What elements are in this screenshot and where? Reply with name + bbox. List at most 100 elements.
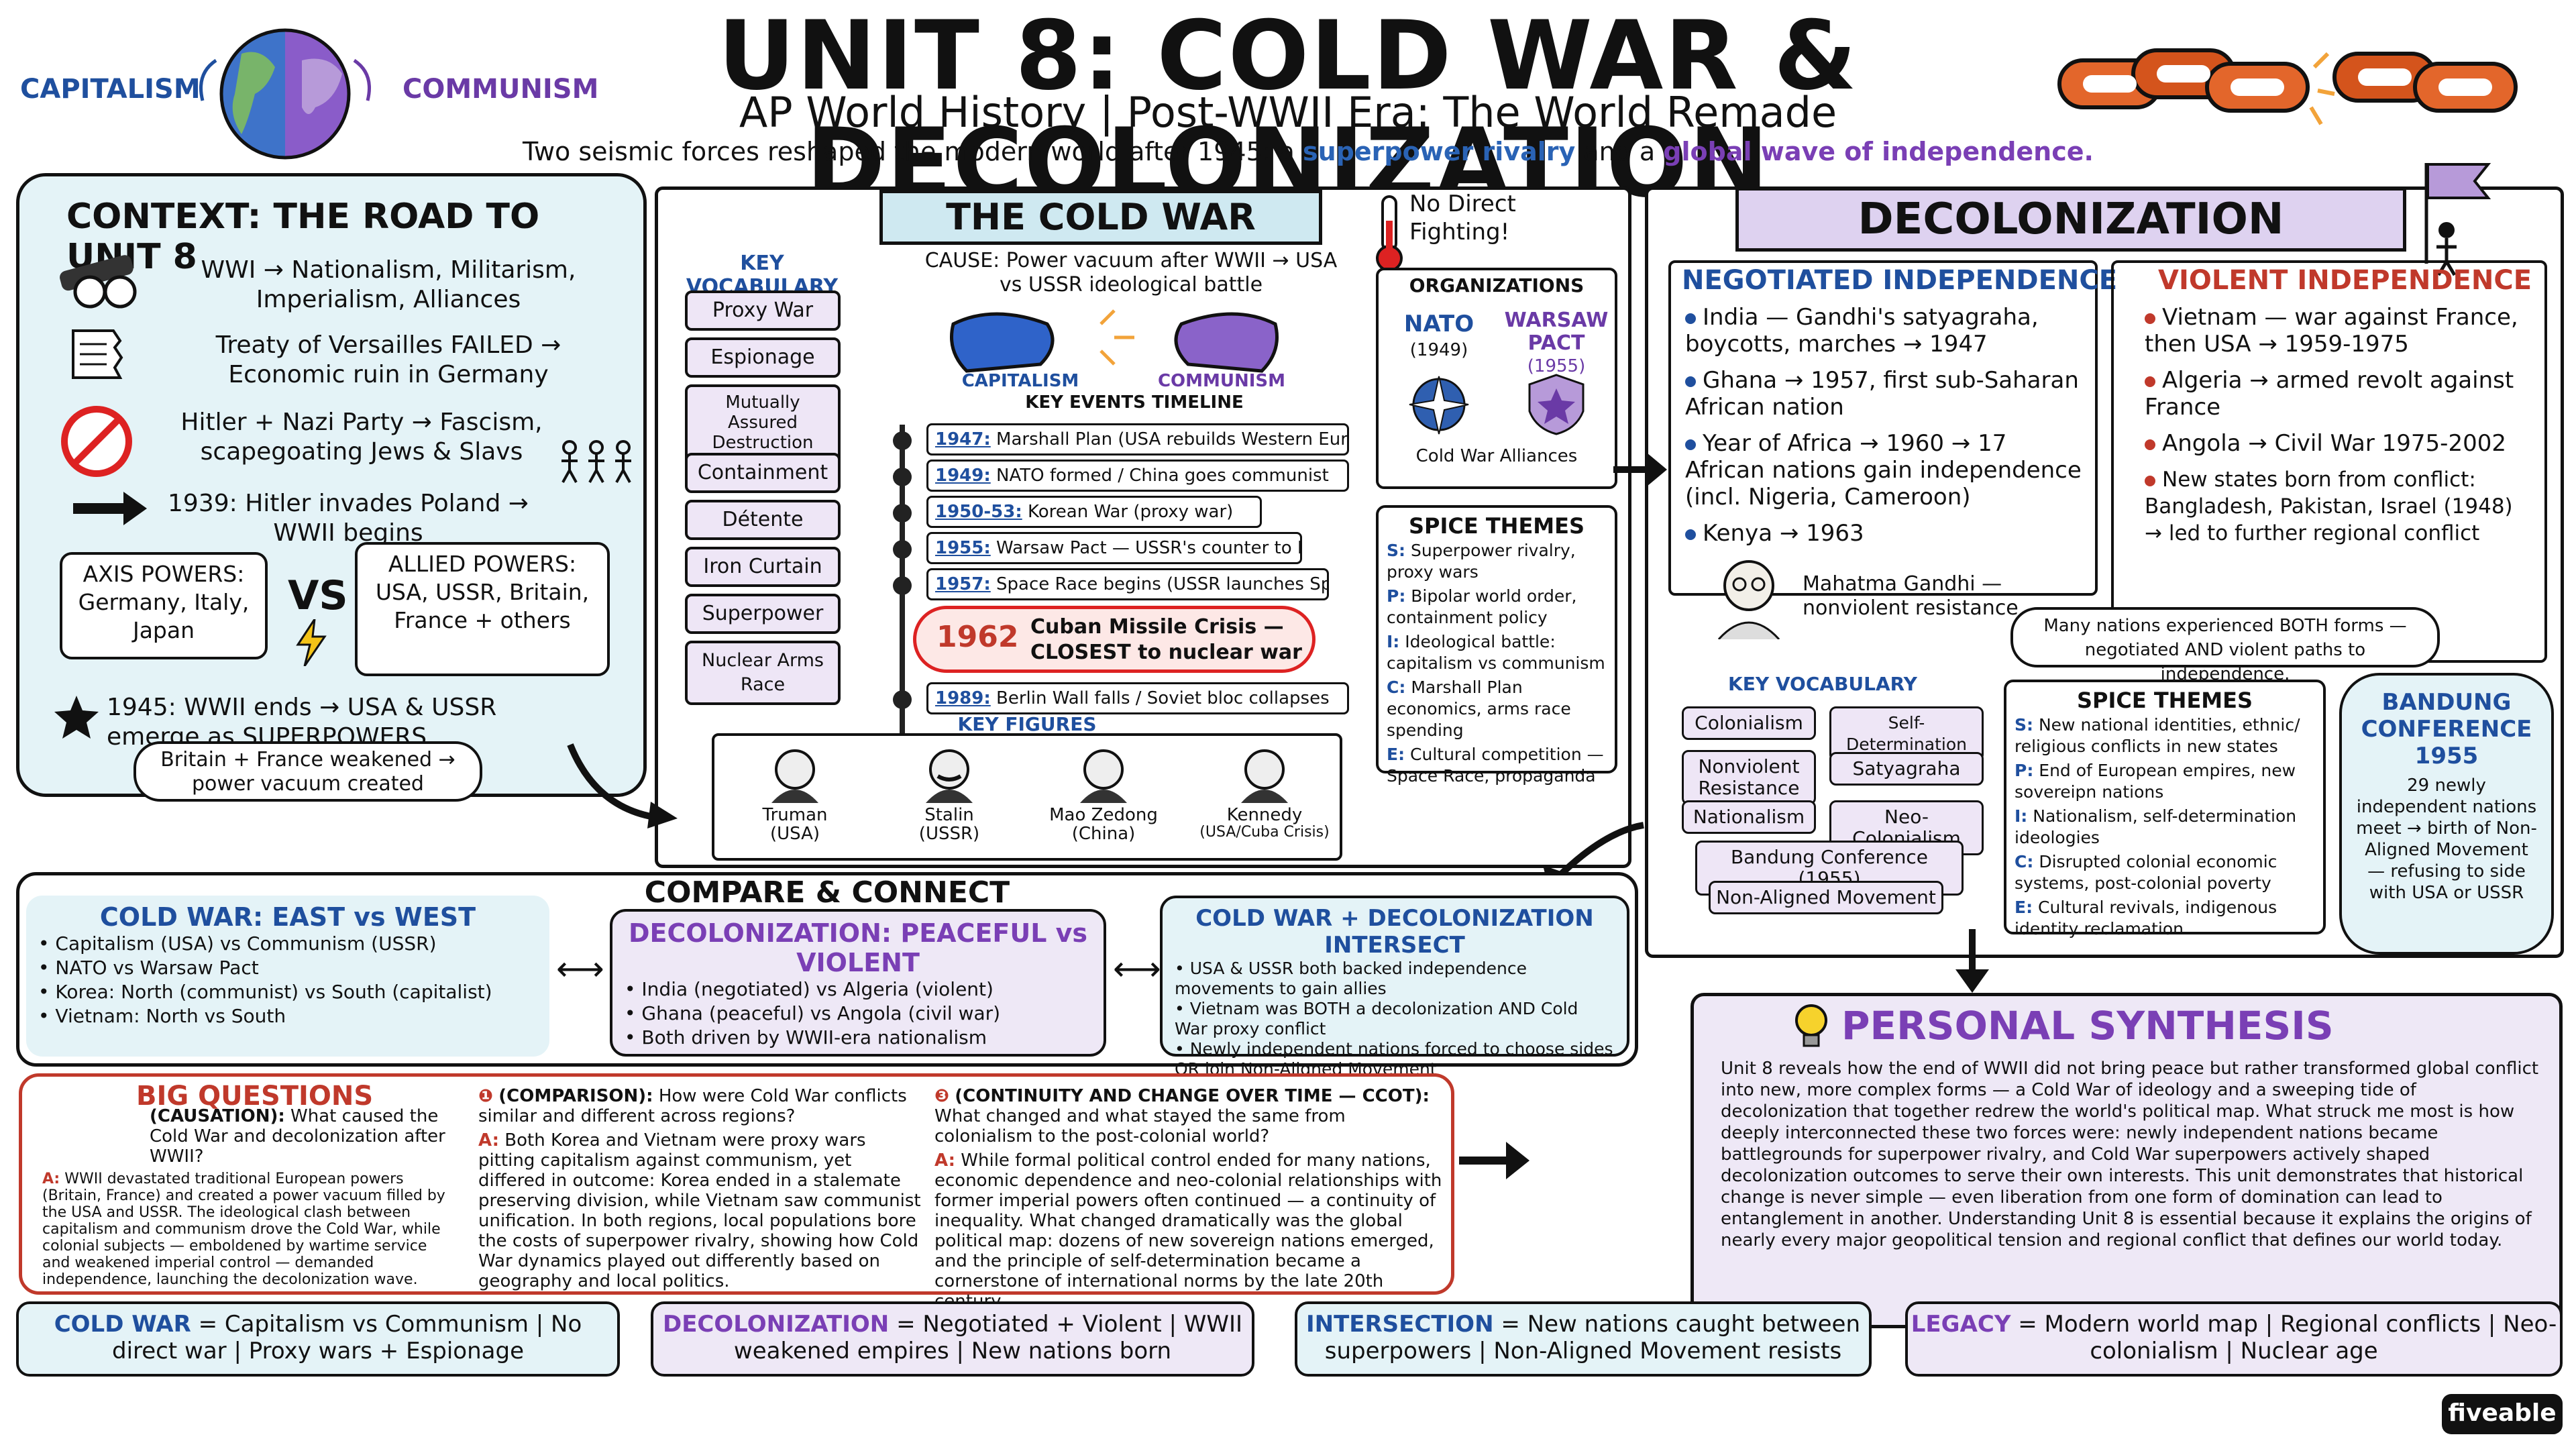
violent-item: Algeria → armed revolt against France bbox=[2145, 367, 2514, 421]
big-questions-panel: BIG QUESTIONS (CAUSATION): What caused t… bbox=[19, 1073, 1454, 1311]
violent-title: VIOLENT INDEPENDENCE bbox=[2158, 265, 2532, 296]
summary-cold-war: COLD WAR = Capitalism vs Communism | No … bbox=[16, 1301, 620, 1377]
context-panel: CONTEXT: THE ROAD TO UNIT 8 WWI → Nation… bbox=[16, 173, 647, 802]
vocab-nonviolent: Nonviolent Resistance bbox=[1682, 750, 1816, 805]
arrow-icon bbox=[1955, 929, 1989, 993]
vocab-satyagraha: Satyagraha bbox=[1829, 752, 1984, 786]
negotiated-list: India — Gandhi's satyagraha, boycotts, m… bbox=[1685, 304, 2088, 556]
swastika-banned-icon bbox=[61, 406, 132, 477]
compare-b-item: • Ghana (peaceful) vs Angola (civil war) bbox=[625, 1002, 1001, 1024]
question-3: ❸ (CONTINUITY AND CHANGE OVER TIME — CCO… bbox=[934, 1086, 1442, 1311]
figure-sub: (USA/Cuba Crisis) bbox=[1199, 824, 1330, 841]
communism-label: COMMUNISM bbox=[402, 74, 599, 105]
timeline-row-1947: 1947: Marshall Plan (USA rebuilds Wester… bbox=[926, 423, 1349, 455]
stalin-portrait-icon bbox=[926, 749, 973, 803]
violent-list: Vietnam — war against France, then USA →… bbox=[2145, 304, 2520, 556]
bandung-box: BANDUNG CONFERENCE 1955 29 newly indepen… bbox=[2339, 673, 2554, 955]
figure-stalin: Stalin (USSR) bbox=[889, 743, 1010, 843]
brand-logo: fiveable bbox=[2442, 1394, 2563, 1434]
compare-a-item: • Korea: North (communist) vs South (cap… bbox=[38, 981, 492, 1003]
dec-spice-s: S: New national identities, ethnic/ reli… bbox=[2015, 715, 2300, 756]
summary-legacy: LEGACY = Modern world map | Regional con… bbox=[1905, 1301, 2563, 1377]
double-arrow-icon: ⟷ bbox=[1113, 949, 1161, 988]
summary-decolonization: DECOLONIZATION = Negotiated + Violent | … bbox=[651, 1301, 1254, 1377]
nato-star-icon bbox=[1409, 376, 1469, 435]
dec-spice-c: C: Disrupted colonial economic systems, … bbox=[2015, 852, 2277, 893]
vocab-colonialism: Colonialism bbox=[1682, 706, 1816, 740]
decolonization-panel: DECOLONIZATION NEGOTIATED INDEPENDENCE I… bbox=[1645, 163, 2564, 958]
cuban-year: 1962 bbox=[936, 620, 1019, 654]
compare-b-title: DECOLONIZATION: PEACEFUL vs VIOLENT bbox=[628, 918, 1088, 977]
summary-intersection: INTERSECTION = New nations caught betwee… bbox=[1295, 1301, 1872, 1377]
gandhi-portrait-icon bbox=[1717, 560, 1780, 639]
vocab-detente: Détente bbox=[685, 500, 841, 540]
organizations-box: ORGANIZATIONS NATO (1949) WARSAW PACT (1… bbox=[1376, 268, 1617, 489]
vocab-espionage: Espionage bbox=[685, 337, 841, 378]
compare-c-item: • Vietnam was BOTH a decolonization AND … bbox=[1175, 999, 1578, 1038]
gandhi-caption: Mahatma Gandhi — nonviolent resistance bbox=[1803, 572, 2019, 620]
context-row-versailles: Treaty of Versailles FAILED → Economic r… bbox=[215, 331, 561, 388]
vocab-containment: Containment bbox=[685, 453, 841, 493]
figure-sub: (USSR) bbox=[918, 824, 980, 844]
figure-sub: (China) bbox=[1071, 824, 1136, 844]
warsaw-label: WARSAW PACT bbox=[1504, 309, 1609, 355]
cw-spice-p: P: Bipolar world order, containment poli… bbox=[1387, 586, 1577, 627]
alliances-label: Cold War Alliances bbox=[1415, 446, 1578, 466]
timeline-text: Marshall Plan (USA rebuilds Western Euro… bbox=[996, 429, 1349, 449]
warsaw-star-icon bbox=[1528, 374, 1585, 435]
figure-name: Mao Zedong bbox=[1049, 805, 1158, 825]
negotiated-box bbox=[1668, 260, 2098, 596]
page-subtitle: AP World History | Post-WWII Era: The Wo… bbox=[739, 88, 1837, 137]
compare-peaceful-violent: DECOLONIZATION: PEACEFUL vs VIOLENT • In… bbox=[610, 909, 1106, 1057]
lightbulb-icon bbox=[1795, 1004, 1827, 1047]
glove-capitalism: CAPITALISM bbox=[961, 371, 1079, 391]
mao-portrait-icon bbox=[1080, 749, 1127, 803]
timeline-row-1950: 1950-53: Korean War (proxy war) bbox=[926, 496, 1262, 528]
cw-spice-i: I: Ideological battle: capitalism vs com… bbox=[1387, 632, 1605, 673]
synthesis-title: PERSONAL SYNTHESIS bbox=[1841, 1003, 2334, 1049]
timeline-title: KEY EVENTS TIMELINE bbox=[1025, 392, 1244, 413]
compare-panel: COMPARE & CONNECT COLD WAR: EAST vs WEST… bbox=[16, 872, 1638, 1079]
kennedy-portrait-icon bbox=[1241, 749, 1288, 803]
vocab-arms-race: Nuclear Arms Race bbox=[685, 641, 841, 705]
context-heading: CONTEXT: THE ROAD TO UNIT 8 bbox=[66, 197, 540, 277]
intro-text: Two seismic forces reshaped the modern w… bbox=[470, 134, 2147, 169]
figure-mao: Mao Zedong (China) bbox=[1043, 743, 1164, 843]
timeline-text: Space Race begins (USSR launches Sputnik… bbox=[996, 574, 1327, 594]
glove-communism: COMMUNISM bbox=[1157, 371, 1286, 391]
allied-powers-box: ALLIED POWERS: USA, USSR, Britain, Franc… bbox=[355, 542, 610, 676]
negotiated-item: Year of Africa → 1960 → 17 African natio… bbox=[1685, 430, 2082, 511]
big-questions-title: BIG QUESTIONS bbox=[136, 1081, 374, 1112]
violent-item: Vietnam — war against France, then USA →… bbox=[2145, 304, 2518, 358]
globe-icon bbox=[199, 28, 371, 160]
question-1: BIG QUESTIONS (CAUSATION): What caused t… bbox=[42, 1081, 458, 1288]
timeline-year: 1949: bbox=[935, 466, 991, 486]
thermometer-icon bbox=[1376, 195, 1403, 272]
cold-war-panel: THE COLD WAR No Direct Fighting! KEY VOC… bbox=[655, 186, 1631, 868]
figure-name: Stalin bbox=[924, 805, 974, 825]
dec-spice-title: SPICE THEMES bbox=[2076, 688, 2253, 713]
compare-c-item: • USA & USSR both backed independence mo… bbox=[1175, 959, 1527, 998]
compare-a-item: • Capitalism (USA) vs Communism (USSR) bbox=[38, 932, 437, 955]
timeline-year: 1947: bbox=[935, 429, 991, 449]
negotiated-item: Ghana → 1957, first sub-Saharan African … bbox=[1685, 367, 2079, 421]
cuban-text: Cuban Missile Crisis — CLOSEST to nuclea… bbox=[1030, 615, 1302, 664]
intro-mid: and a bbox=[1575, 137, 1664, 166]
cold-war-cause: CAUSE: Power vacuum after WWII → USA vs … bbox=[924, 249, 1338, 297]
decolonization-banner: DECOLONIZATION bbox=[1735, 187, 2406, 252]
personal-synthesis-panel: PERSONAL SYNTHESIS Unit 8 reveals how th… bbox=[1690, 993, 2563, 1328]
negotiated-item: India — Gandhi's satyagraha, boycotts, m… bbox=[1685, 304, 2039, 358]
timeline-text: Berlin Wall falls / Soviet bloc collapse… bbox=[996, 688, 1330, 708]
figure-kennedy: Kennedy (USA/Cuba Crisis) bbox=[1197, 743, 1332, 841]
compare-a-title: COLD WAR: EAST vs WEST bbox=[99, 902, 476, 932]
dec-spice-p: P: End of European empires, new sovereip… bbox=[2015, 761, 2296, 802]
people-icon bbox=[561, 440, 631, 483]
vocab-non-aligned: Non-Aligned Movement bbox=[1709, 881, 1943, 914]
timeline-year: 1957: bbox=[935, 574, 991, 594]
double-arrow-icon: ⟷ bbox=[556, 949, 604, 988]
cw-spice-e: E: Cultural competition — Space Race, pr… bbox=[1387, 745, 1604, 786]
compare-b-item: • India (negotiated) vs Algeria (violent… bbox=[625, 978, 994, 1000]
chain-icon bbox=[2057, 48, 2518, 125]
dec-spice-box: SPICE THEMES S: New national identities,… bbox=[2004, 680, 2326, 938]
arrow-icon bbox=[73, 492, 147, 525]
